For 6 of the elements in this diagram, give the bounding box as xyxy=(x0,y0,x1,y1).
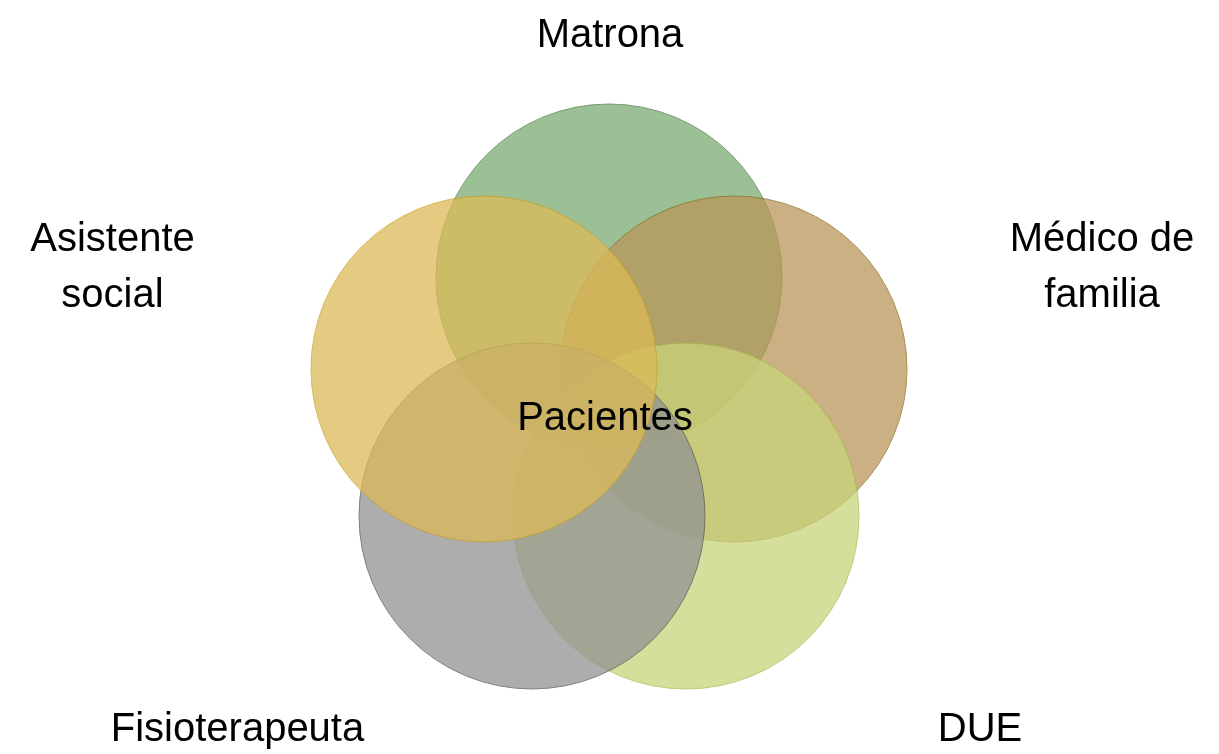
circle-label: Médico de familia xyxy=(1008,214,1196,317)
circle-label: DUE xyxy=(937,704,1023,751)
center-label: Pacientes xyxy=(517,393,693,440)
circle-label: Asistente social xyxy=(29,214,196,317)
circle-label: Fisioterapeuta xyxy=(110,704,365,751)
circle-label: Matrona xyxy=(536,10,684,57)
